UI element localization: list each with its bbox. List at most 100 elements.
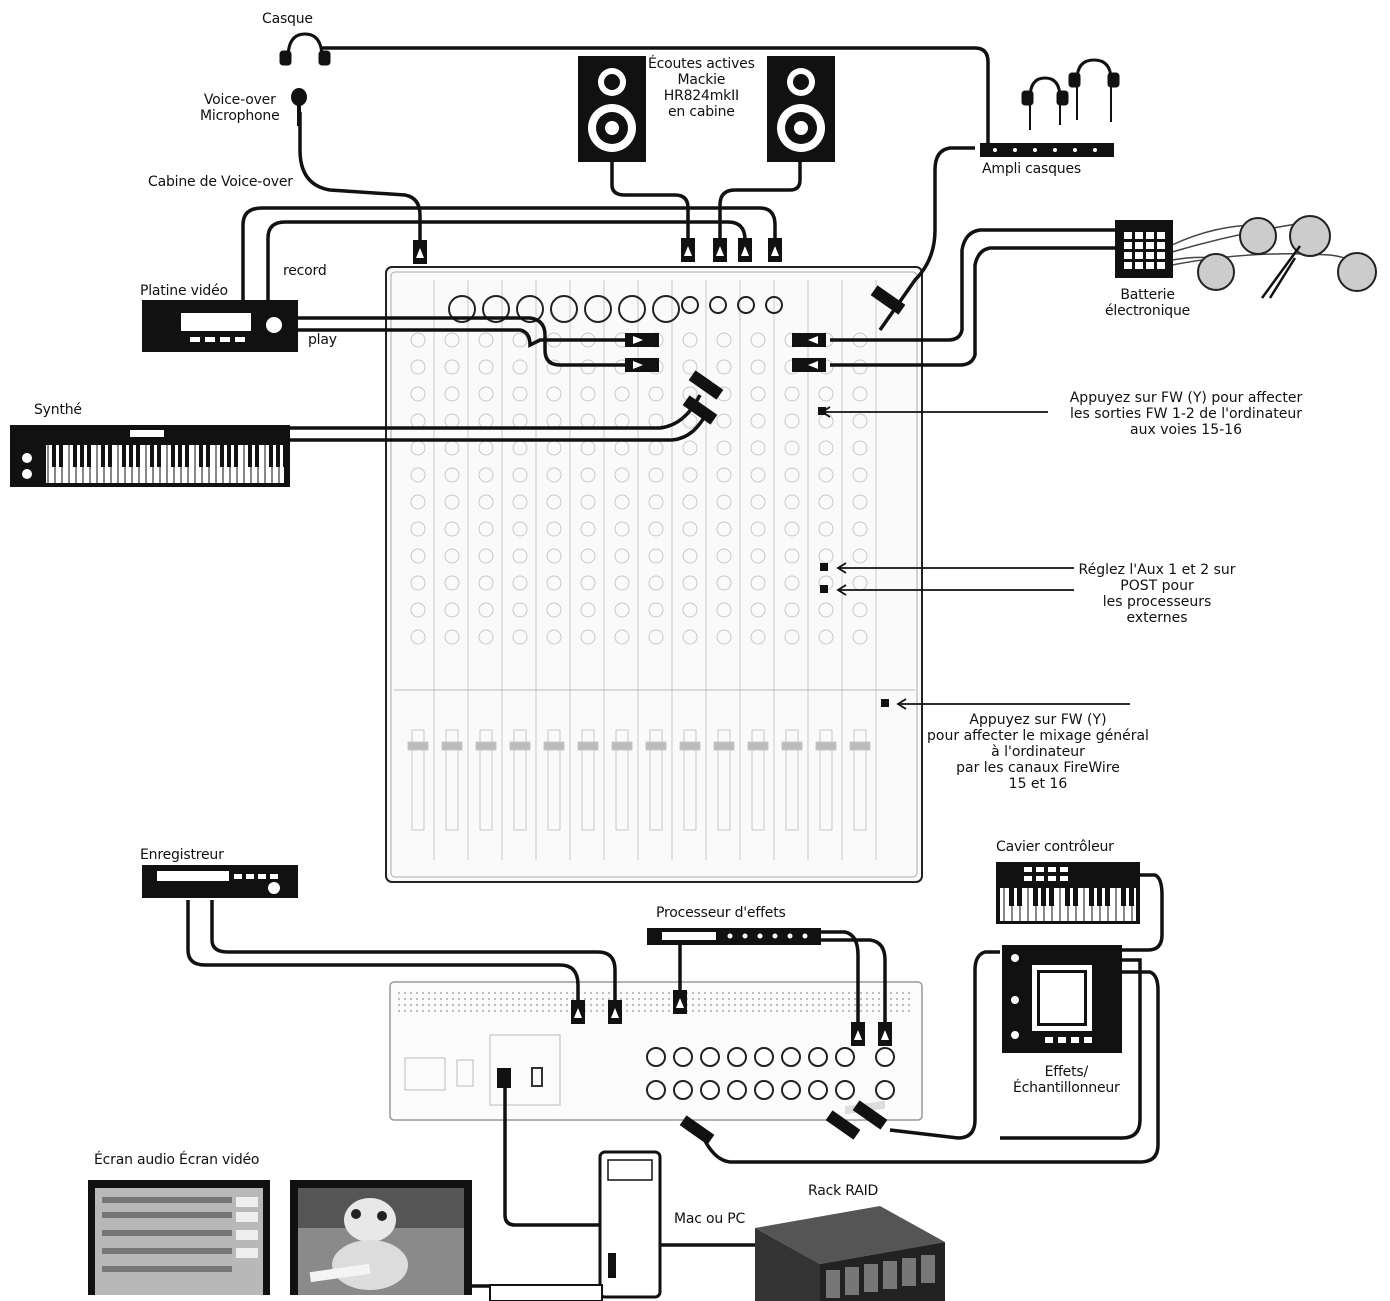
black-key — [1065, 888, 1070, 906]
black-key — [122, 445, 126, 467]
knob — [716, 332, 732, 348]
drum-pad-button — [1124, 242, 1132, 249]
knob — [750, 332, 766, 348]
black-key — [73, 445, 77, 467]
knob — [852, 359, 868, 375]
effects-processor-icon — [647, 928, 821, 945]
fader-track — [785, 729, 799, 831]
knob — [750, 359, 766, 375]
xlr-plug-arrow — [574, 1008, 582, 1018]
drum-pad-button — [1146, 262, 1154, 269]
sampler-icon — [1002, 945, 1122, 1053]
fader-cap — [543, 741, 565, 751]
knob — [512, 575, 528, 591]
black-key — [178, 445, 182, 467]
knob — [750, 494, 766, 510]
knob — [852, 494, 868, 510]
setting-markers — [818, 407, 889, 707]
xlr-input — [550, 295, 578, 323]
drum-pad-button — [1146, 252, 1154, 259]
knob — [444, 494, 460, 510]
drum-pad-button — [1135, 262, 1143, 269]
xlr-input — [618, 295, 646, 323]
trs-plug-body — [679, 1115, 715, 1145]
knob — [784, 494, 800, 510]
knob — [512, 386, 528, 402]
knob — [512, 359, 528, 375]
raid-drive-slot — [826, 1270, 840, 1298]
knob — [750, 440, 766, 456]
black-key — [248, 445, 252, 467]
note-fw-inputs-text: Appuyez sur FW ( — [1069, 390, 1193, 406]
knob — [648, 467, 664, 483]
knob — [682, 629, 698, 645]
drum-pad-button — [1124, 262, 1132, 269]
black-key — [101, 445, 105, 467]
fader-cap — [679, 741, 701, 751]
fader-track — [683, 729, 697, 831]
note-aux-post: Réglez l'Aux 1 et 2 sur POST pour les pr… — [1078, 562, 1236, 626]
main-out-jack — [765, 296, 783, 314]
xlr-plug-arrow — [416, 248, 424, 258]
black-key — [227, 445, 231, 467]
rear-jack — [808, 1080, 828, 1100]
xlr-input — [448, 295, 476, 323]
fader-cap — [645, 741, 667, 751]
black-key — [157, 445, 161, 467]
trs-plug-body — [870, 285, 906, 315]
black-key — [87, 445, 91, 467]
knob — [682, 548, 698, 564]
knob — [818, 467, 834, 483]
knob — [614, 521, 630, 537]
knob — [716, 575, 732, 591]
knob — [648, 521, 664, 537]
knob — [784, 440, 800, 456]
black-key — [52, 445, 56, 467]
note-fw-main-text: Appuyez sur FW ( — [969, 712, 1093, 728]
label-batterie: Batterie électronique — [1105, 287, 1191, 319]
firewire-icon: Y — [1192, 390, 1202, 406]
knob — [852, 602, 868, 618]
knob — [444, 332, 460, 348]
knob — [478, 467, 494, 483]
mixer-top — [385, 266, 923, 883]
knob — [852, 440, 868, 456]
fader-track — [615, 729, 629, 831]
knob — [546, 575, 562, 591]
rear-jack — [727, 1047, 747, 1067]
black-key — [136, 445, 140, 467]
xlr-input — [584, 295, 612, 323]
knob — [546, 494, 562, 510]
rear-jack — [700, 1047, 720, 1067]
knob — [410, 494, 426, 510]
black-key — [269, 445, 273, 467]
fader-cap — [815, 741, 837, 751]
trs-plug-body — [682, 395, 718, 425]
label-enregistreur: Enregistreur — [140, 847, 224, 863]
raid-rack-icon — [755, 1100, 945, 1301]
black-key — [80, 445, 84, 467]
knob — [784, 602, 800, 618]
knob — [648, 548, 664, 564]
knob — [648, 386, 664, 402]
knob — [716, 629, 732, 645]
audio-screen-icon — [88, 1180, 270, 1295]
xlr-plug-arrow — [854, 1030, 862, 1040]
drum-pad-button — [1124, 232, 1132, 239]
drum-pad-button — [1146, 242, 1154, 249]
knob — [818, 440, 834, 456]
rear-jack — [673, 1080, 693, 1100]
knob — [750, 413, 766, 429]
knob — [546, 602, 562, 618]
trs-plug-arrow — [808, 336, 818, 344]
rear-jack — [673, 1047, 693, 1067]
label-voice-over-microphone: Voice-over Microphone — [200, 92, 280, 124]
knob — [580, 386, 596, 402]
fader-cap — [475, 741, 497, 751]
knob — [580, 359, 596, 375]
label-ecoutes: Écoutes actives Mackie HR824mkII en cabi… — [648, 56, 755, 120]
fader-track — [717, 729, 731, 831]
knob — [444, 602, 460, 618]
fader-cap — [747, 741, 769, 751]
rear-jack — [646, 1080, 666, 1100]
